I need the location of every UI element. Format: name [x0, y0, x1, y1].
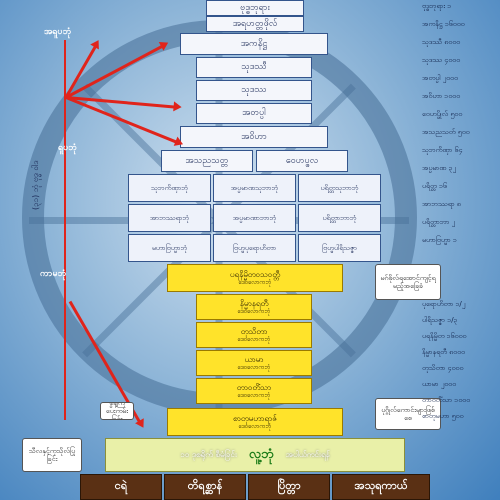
- box-sudassi: သုဒဿီ: [196, 57, 312, 78]
- grid-cell: အာဘဿရာဘုံ: [128, 204, 211, 232]
- label-rupa: ရူပဘုံ: [58, 143, 77, 153]
- vertical-title: (၃၁) ဘုံ ဗုဒ္ဓ ဝါဒ: [31, 160, 40, 210]
- top-box-buddha: ဗုဒ္ဓဘုရား: [206, 0, 304, 16]
- deva-level-title: စာတုမဟာရာဇ်: [233, 414, 277, 423]
- deva-level-title: တုသိတာ: [240, 327, 268, 336]
- right-list-item: စာတုမဟာ ၅၀၀: [422, 412, 464, 420]
- right-list-item: အပ္ပမာဏ ၃၂: [422, 164, 456, 172]
- deva-level-title: ပရနိမ္မိတဝသဝတ္တီ: [229, 270, 281, 279]
- bottom-box-asura: အသုရကာယ်: [332, 474, 430, 500]
- right-list-item: အာဘဿရာ ၈: [422, 200, 461, 208]
- human-realm-title: လူ့ဘုံ: [248, 446, 274, 462]
- deva-level-sub: ဒေဝလောကဘုံ: [238, 423, 272, 430]
- right-list-item: အဝိဟာ ၁၀၀၀: [422, 92, 461, 100]
- deva-level-5: တာဝတိံသာ ဒေဝလောကဘုံ: [196, 378, 312, 404]
- red-vertical-line: [64, 40, 66, 420]
- right-list-item: အသညသတ် ၅၀၀: [422, 128, 470, 136]
- grid-cell: သုဘကိဏှာဘုံ: [128, 174, 211, 202]
- box-sudassa: သုဒဿ: [196, 80, 312, 101]
- grid-cell: အပ္ပမာဏသုဘာဘုံ: [213, 174, 296, 202]
- right-list-item: သုဒဿ ၄၀၀၀: [422, 56, 461, 64]
- right-list-item: အတပ္ပါ ၂၀၀၀: [422, 74, 458, 82]
- box-atappa: အတပ္ပါ: [196, 103, 312, 124]
- deva-level-sub: ဒေဝလောကဘုံ: [237, 392, 271, 399]
- right-list-item: တုသိတာ ၄၀၀၀: [422, 364, 464, 372]
- note-right-lower: ပုဂ္ဂိုလ်ကောင်းများဖြစ်စေ: [375, 398, 441, 430]
- right-list-item: ယာမာ ၂၀၀၀: [422, 380, 457, 388]
- grid-cell: ပရိတ္တာဘာဘုံ: [298, 204, 381, 232]
- bottom-box-hell: ငရဲ: [80, 474, 162, 500]
- right-list-item: နိမ္မာနရတီ ၈၀၀၀: [422, 348, 465, 356]
- right-list-item: ပုရောဟိတာ ၁/၂: [422, 300, 466, 308]
- right-list-item: ဗုဒ္ဓဘုရား ၁: [422, 2, 452, 10]
- right-list-item: ပရိတ္တာဘာ ၂: [422, 218, 455, 226]
- right-list-item: ဝေဟပ္ဖိုလ် ၅၀၀: [422, 110, 463, 118]
- deva-level-sub: ဒေဝလောကဘုံ: [237, 336, 271, 343]
- right-list-item: မဟာဗြဟ္မာ ၁: [422, 236, 457, 244]
- deva-level-sub: ဒေဝလောကဘုံ: [238, 279, 272, 286]
- right-list-item: အကနိဋ္ဌ ၁၆၀၀၀: [422, 20, 465, 28]
- deva-level-sub: ဒေဝလောကဘုံ: [237, 308, 271, 315]
- deva-level-1: ပရနိမ္မိတဝသဝတ္တီ ဒေဝလောကဘုံ: [167, 264, 343, 292]
- grid-cell: ပရိတ္တသုဘာဘုံ: [298, 174, 381, 202]
- label-arupa: အရူပဘုံ: [44, 27, 72, 37]
- right-list-item: ပရနိမ္မိတ ၁၆၀၀၀: [422, 332, 467, 340]
- box-vehapphala: ဝေဟပ္ဖလ: [256, 150, 348, 172]
- deva-level-3: တုသိတာ ဒေဝလောကဘုံ: [196, 322, 312, 348]
- bottom-box-ghost: ပြိတ္တာ: [248, 474, 330, 500]
- deva-level-title: နိမ္မာနရတီ: [239, 299, 269, 308]
- right-list-item: သုဒဿီ ၈၀၀၀: [422, 38, 461, 46]
- note-left-small: စွန့်ကြဲပေးကမ်းခြင်း: [100, 402, 134, 420]
- human-left-text: ၁၀ ဒုစရိုက် စီမံခြင်း: [180, 450, 237, 459]
- box-akanittha: အကနိဋ္ဌ: [180, 33, 328, 55]
- right-list-item: သုဘကိဏှာ ၆၄: [422, 146, 463, 154]
- right-list-item: တာဝတိံသာ ၁၀၀၀: [422, 396, 471, 404]
- top-box-arahatta: အရဟတ္တဖိုလ်: [206, 16, 304, 32]
- box-aviha: အဝိဟာ: [180, 126, 328, 148]
- grid-cell: အပ္ပမာဏာဘာဘုံ: [213, 204, 296, 232]
- human-right-text: အပါယ်ကင်းရန်: [285, 450, 330, 459]
- box-asannasatta: အသညသတ္တ: [161, 150, 253, 172]
- human-realm-band: ၁၀ ဒုစရိုက် စီမံခြင်း လူ့ဘုံ အပါယ်ကင်းရန…: [105, 438, 405, 472]
- right-list-item: ပါရိသဇ္ဇာ ၁/၃: [422, 316, 458, 324]
- grid-cell: ဗြဟ္မပုရောဟိတာ: [213, 234, 296, 262]
- label-kama: ကာမဘုံ: [40, 269, 67, 279]
- bottom-box-animal: တိရစ္ဆာန်: [164, 474, 246, 500]
- grid-cell: ဗြဟ္မပါရိသဇ္ဇာ: [298, 234, 381, 262]
- note-left-lower: သီလနှင့်ကုသိုလ်ပြုခြင်း: [22, 438, 82, 472]
- deva-level-2: နိမ္မာနရတီ ဒေဝလောကဘုံ: [196, 294, 312, 320]
- grid-cell: မဟာဗြဟ္မာဘုံ: [128, 234, 211, 262]
- deva-level-title: ယာမာ: [244, 355, 264, 364]
- note-right-upper: မဂ်ဖိုလ်ရအောင်ကျင့်ရမည့်အခြေခံ: [375, 264, 441, 300]
- deva-level-title: တာဝတိံသာ: [236, 383, 272, 392]
- deva-level-4: ယာမာ ဒေဝလောကဘုံ: [196, 350, 312, 376]
- deva-level-6: စာတုမဟာရာဇ် ဒေဝလောကဘုံ: [167, 408, 343, 436]
- deva-level-sub: ဒေဝလောကဘုံ: [237, 364, 271, 371]
- right-list-item: ပရိတ္တ ၁၆: [422, 182, 447, 190]
